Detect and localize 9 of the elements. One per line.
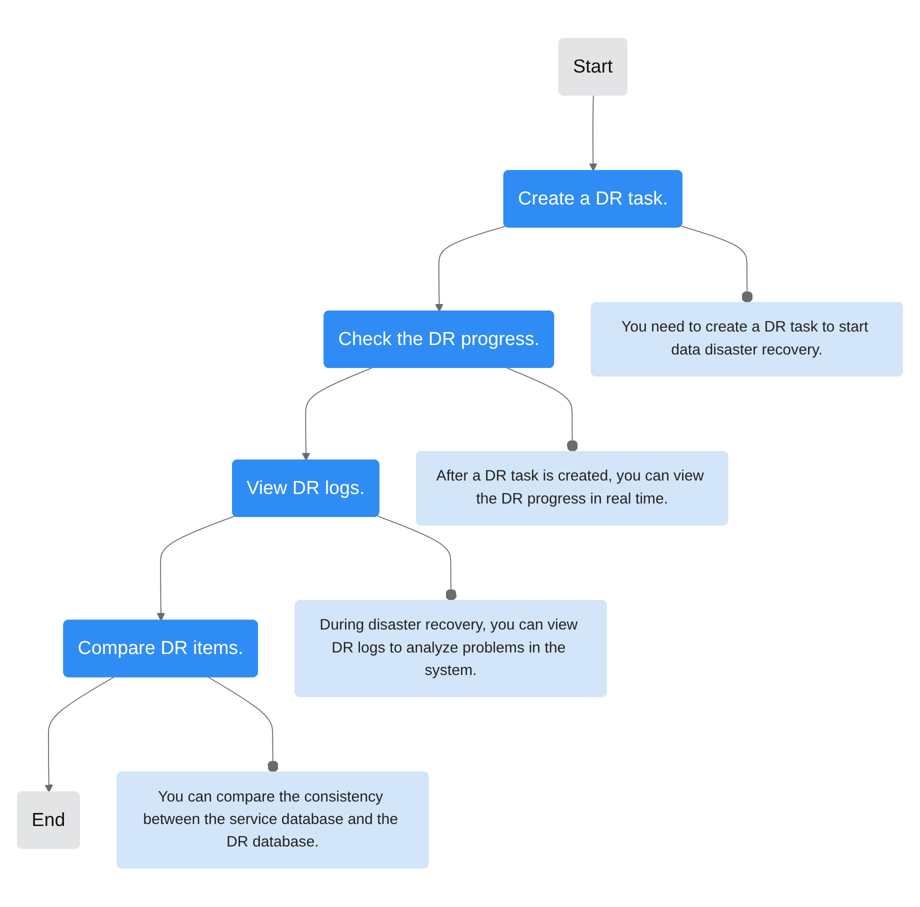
connector <box>376 516 457 602</box>
arrow <box>44 676 114 793</box>
connector <box>208 676 279 774</box>
connector <box>680 226 753 304</box>
arrow <box>435 226 506 312</box>
connector <box>506 368 578 453</box>
arrow <box>589 95 598 172</box>
arrow <box>156 516 236 622</box>
arrow <box>302 368 372 461</box>
